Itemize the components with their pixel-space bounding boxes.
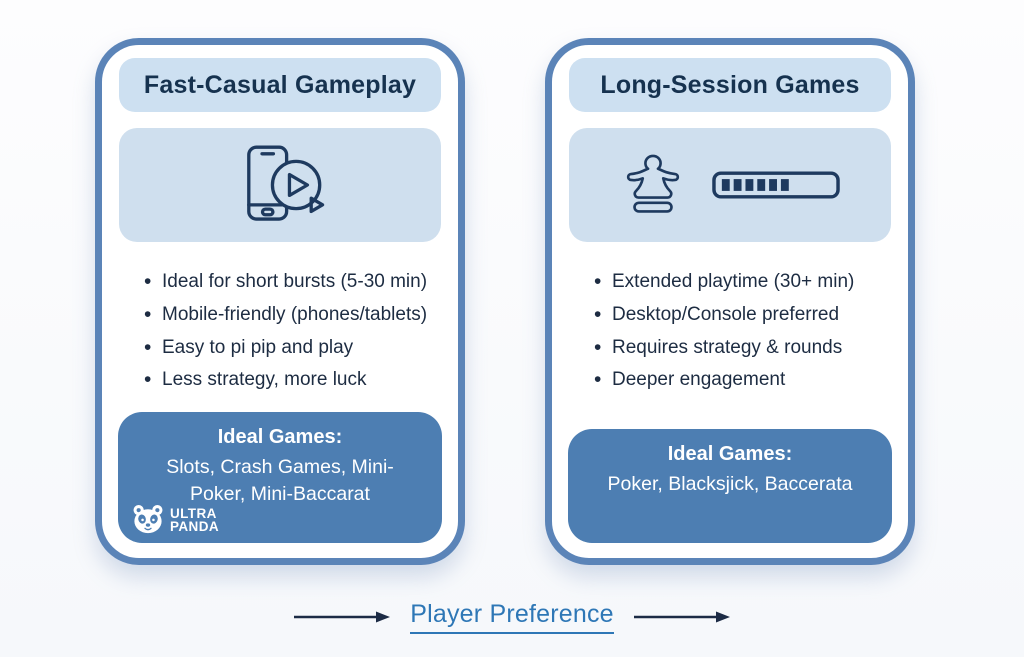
bullet-text: Desktop/Console preferred [612,303,840,325]
bullet-text: Easy to pi pip and play [162,336,354,358]
bullet-text: Requires strategy & rounds [612,336,843,358]
list-item: Less strategy, more luck [142,367,444,393]
card-long-session: Long-Session Games [545,38,915,565]
player-preference-axis: Player Preference [0,600,1024,634]
list-item: Mobile-friendly (phones/tablets) [142,302,444,328]
logo-wordmark: ULTRA PANDA [170,505,219,534]
card-title-long-session: Long-Session Games [569,58,891,112]
list-item: Easy to pi pip and play [142,335,444,361]
player-preference-link[interactable]: Player Preference [410,600,614,634]
bullet-text: Less strategy, more luck [162,369,367,391]
arrow-right-icon [294,611,391,623]
ideal-games-heading: Ideal Games: [667,443,793,465]
card-fast-casual: Fast-Casual Gameplay Ideal for short bur… [95,38,465,565]
feature-list-fast-casual: Ideal for short bursts (5-30 min) Mobile… [102,269,458,393]
meeple-icon [626,154,680,213]
icon-band-long-session [569,128,891,242]
ultra-panda-logo: ULTRA PANDA [131,504,219,535]
logo-line-1: ULTRA [170,505,217,521]
bullet-text: Extended playtime (30+ min) [612,271,855,292]
bullet-text: Mobile-friendly (phones/tablets) [162,303,428,325]
panda-icon [133,505,163,534]
card-title-fast-casual: Fast-Casual Gameplay [119,58,441,112]
list-item: Ideal for short bursts (5-30 min) [142,269,444,295]
icon-band-fast-casual [119,128,441,242]
ideal-games-heading: Ideal Games: [217,426,343,448]
progress-bar-icon [712,171,840,199]
list-item: Requires strategy & rounds [592,335,894,361]
list-item: Extended playtime (30+ min) [592,269,894,295]
phone-play-icon [247,145,325,221]
ideal-games-list: Poker, Blacksjick, Baccerata [607,473,853,495]
logo-line-2: PANDA [170,518,219,534]
ideal-games-panel-fast-casual: Ideal Games: Slots, Crash Games, Mini-Po… [118,412,442,543]
list-item: Deeper engagement [592,367,894,393]
ideal-games-panel-long-session: Ideal Games: Poker, Blacksjick, Baccerat… [568,429,892,543]
ideal-games-list: Slots, Crash Games, Mini-Poker, Mini-Bac… [166,456,394,505]
arrow-right-icon [633,611,730,623]
list-item: Desktop/Console preferred [592,302,894,328]
bullet-text: Deeper engagement [612,369,786,391]
feature-list-long-session: Extended playtime (30+ min) Desktop/Cons… [552,269,908,393]
bullet-text: Ideal for short bursts (5-30 min) [162,271,428,292]
